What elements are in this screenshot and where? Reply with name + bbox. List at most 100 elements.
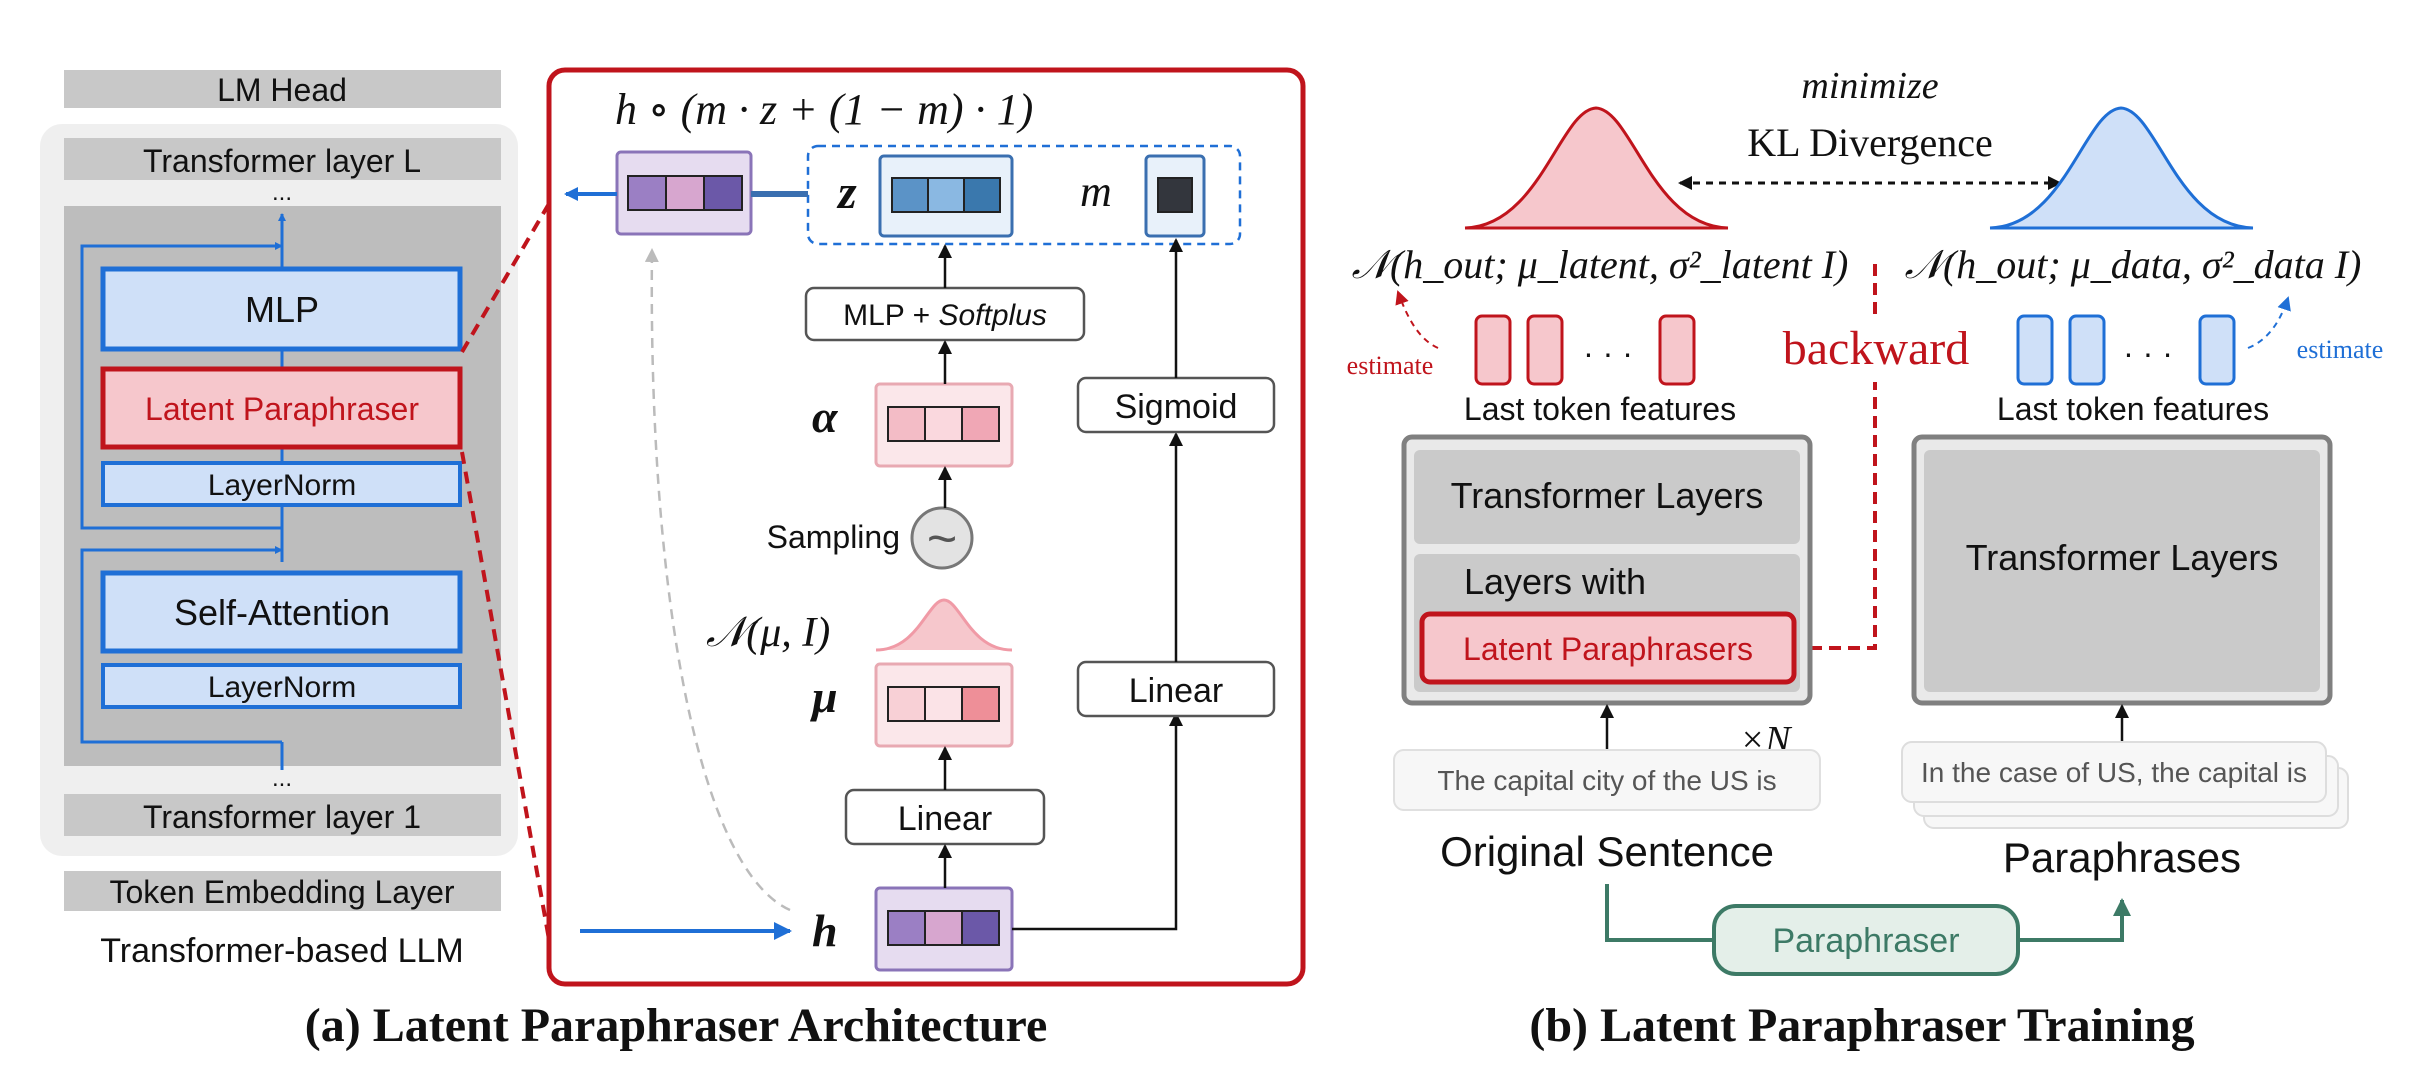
layernorm-upper-label: LayerNorm: [208, 469, 356, 502]
lm-head-label: LM Head: [217, 72, 347, 108]
h-cell-2: [924, 910, 963, 946]
latent-feature-2: [1526, 314, 1564, 386]
layernorm-upper-box: [101, 461, 462, 507]
estimate-right-label: estimate: [2297, 335, 2384, 364]
transformer-layers-right-label: Transformer Layers: [1966, 537, 2279, 578]
alpha-cell-3: [961, 406, 1000, 442]
token-embedding-box: [64, 871, 501, 911]
normal-label: 𝒩(μ, I): [706, 610, 830, 656]
paraphrase-input-box: [1901, 741, 2327, 803]
residual-lower-arrow: [80, 546, 283, 744]
z-label: z: [836, 166, 857, 219]
caption-a: (a) Latent Paraphraser Architecture: [305, 999, 1048, 1052]
data-feature-dots: · · ·: [2123, 335, 2173, 371]
output-cell-3: [703, 175, 743, 211]
zoom-line-bottom: [460, 451, 552, 946]
m-cell: [1157, 177, 1193, 213]
sampling-node: [910, 506, 974, 570]
mu-label: μ: [810, 671, 838, 722]
latent-paraphrasers-label: Latent Paraphrasers: [1463, 631, 1753, 667]
mu-cell-3: [961, 686, 1000, 722]
paraphraser-flow: [1605, 884, 2122, 942]
layer-l-box: [64, 138, 501, 180]
alpha-cell-1: [887, 406, 926, 442]
zoom-line-top: [460, 200, 552, 354]
latent-feature-1: [1474, 314, 1512, 386]
estimate-left-label: estimate: [1347, 351, 1434, 380]
original-input-text: The capital city of the US is: [1437, 765, 1776, 796]
latent-distribution-label: 𝒩(h_out; μ_latent, σ²_latent I): [1352, 242, 1849, 287]
layernorm-lower-label: LayerNorm: [208, 671, 356, 704]
ellipsis-top: ...: [272, 179, 292, 206]
token-embedding-label: Token Embedding Layer: [109, 874, 454, 910]
z-cell-2: [927, 177, 965, 213]
paraphrases-label: Paraphrases: [2003, 834, 2241, 881]
output-formula: h ∘ (m · z + (1 − m) · 1): [615, 85, 1033, 134]
layer-l-label: Transformer layer L: [143, 143, 421, 179]
linear-right-label: Linear: [1129, 672, 1224, 710]
self-attention-box: [100, 570, 463, 654]
h-cell-1: [887, 910, 926, 946]
output-cell-2: [665, 175, 705, 211]
sampling-symbol: ~: [927, 510, 957, 568]
arrow-to-linear-right: [1012, 712, 1183, 931]
backward-label-bg: [1770, 318, 1980, 382]
output-cell-1: [627, 175, 667, 211]
caption-b: (b) Latent Paraphraser Training: [1529, 999, 2194, 1052]
layers-with-label: Layers with: [1464, 561, 1646, 602]
original-input-box: [1393, 749, 1821, 811]
alpha-cell-2: [924, 406, 963, 442]
sampling-label: Sampling: [767, 519, 900, 555]
backward-label: backward: [1783, 322, 1970, 375]
mlp-softplus-italic: Softplus: [938, 299, 1046, 332]
training-panel: minimize KL Divergence 𝒩(h_out; μ_latent…: [1347, 65, 2384, 976]
latent-feature-dots: · · ·: [1583, 335, 1633, 371]
minimize-label: minimize: [1801, 65, 1938, 107]
residual-upper-arrow: [80, 242, 283, 530]
architecture-panel: h ∘ (m · z + (1 − m) · 1) z m MLP + Soft…: [546, 67, 1306, 987]
m-label: m: [1080, 167, 1112, 216]
data-feature-1: [2016, 314, 2054, 386]
layernorm-lower-box: [101, 663, 462, 709]
latent-paraphraser-label: Latent Paraphraser: [145, 391, 419, 427]
h-cell-3: [961, 910, 1000, 946]
sigmoid-label: Sigmoid: [1115, 388, 1238, 426]
z-cell-1: [891, 177, 929, 213]
z-cell-3: [963, 177, 1001, 213]
self-attention-label: Self-Attention: [174, 592, 390, 633]
stack-caption: Transformer-based LLM: [100, 932, 463, 970]
paraphraser-label: Paraphraser: [1772, 922, 1959, 960]
mlp-softplus-label: MLP + Softplus: [843, 299, 1047, 332]
mlp-box: [100, 266, 463, 352]
transformer-layers-left-box: [1414, 450, 1800, 544]
h-label: h: [812, 905, 838, 956]
estimate-right-arrow: [2247, 296, 2291, 349]
transformer-stack: LM Head Transformer layer L ... MLP Late…: [40, 70, 552, 970]
last-token-right-label: Last token features: [1997, 391, 2269, 427]
layer-1-label: Transformer layer 1: [143, 799, 421, 835]
lm-head-box: [64, 70, 501, 108]
last-token-left-label: Last token features: [1464, 391, 1736, 427]
latent-feature-n: [1658, 314, 1696, 386]
paraphraser-box: [1712, 904, 2020, 976]
mu-cell-1: [887, 686, 926, 722]
data-distribution-curve: [1989, 106, 2254, 230]
backward-arrow: [1796, 264, 1877, 655]
normal-curve: [875, 598, 1013, 652]
kl-label: KL Divergence: [1747, 120, 1992, 165]
latent-paraphrasers-box: [1419, 611, 1797, 685]
latent-paraphraser-box: [100, 366, 463, 450]
linear-left-label: Linear: [898, 800, 993, 838]
layer-1-box: [64, 794, 501, 836]
transformer-layers-left-label: Transformer Layers: [1451, 475, 1764, 516]
mlp-softplus-prefix: MLP +: [843, 299, 938, 332]
latent-distribution-curve: [1464, 106, 1729, 230]
data-feature-2: [2068, 314, 2106, 386]
transformer-layers-right-box: [1924, 450, 2320, 692]
paraphrase-input-text: In the case of US, the capital is: [1921, 757, 2307, 788]
data-distribution-label: 𝒩(h_out; μ_data, σ²_data I): [1905, 242, 2362, 287]
ellipsis-bottom: ...: [272, 765, 292, 792]
mu-cell-2: [924, 686, 963, 722]
estimate-left-arrow: [1395, 290, 1439, 349]
